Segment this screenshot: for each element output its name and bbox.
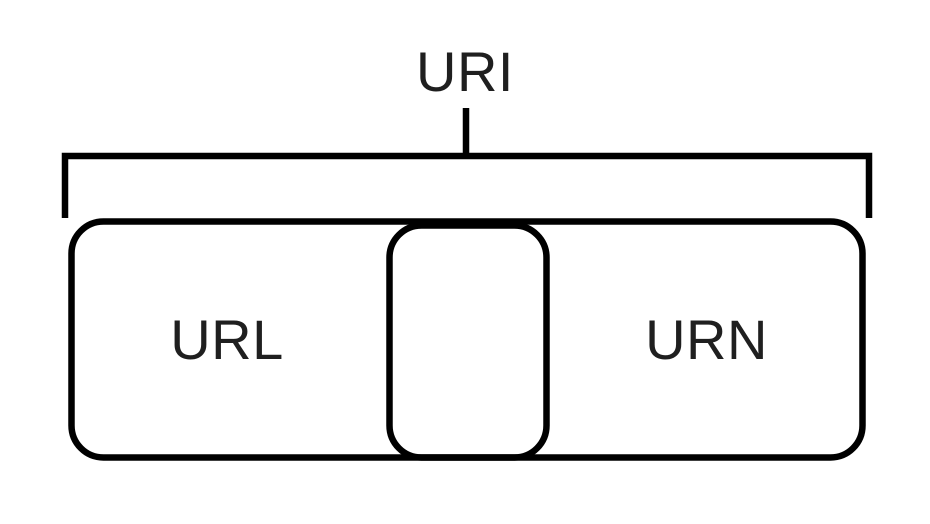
urn-label: URN xyxy=(645,308,768,371)
overlap-region-box xyxy=(386,222,550,461)
uri-label: URI xyxy=(416,40,514,103)
url-label: URL xyxy=(170,308,284,371)
uri-span-bracket xyxy=(61,152,873,218)
